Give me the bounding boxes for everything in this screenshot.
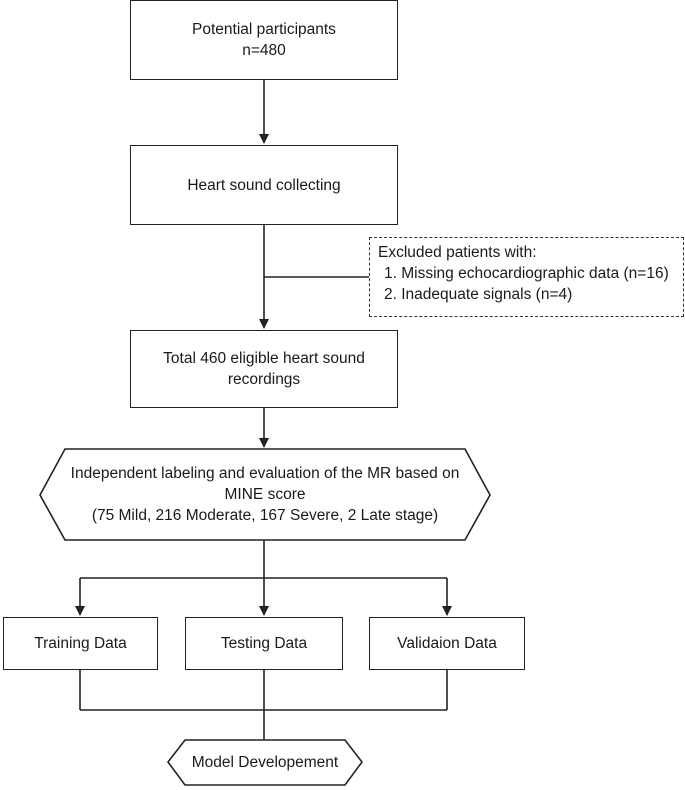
eligible-line-1: Total 460 eligible heart sound: [163, 350, 365, 367]
validation-data-label: Validaion Data: [397, 635, 497, 652]
validation-data-box: Validaion Data: [369, 617, 525, 670]
potential-participants-label: Potential participants: [192, 21, 336, 38]
labeling-line-2: MINE score: [224, 486, 306, 503]
heart-sound-collecting-box: Heart sound collecting: [130, 145, 398, 225]
training-data-box: Training Data: [3, 617, 158, 670]
excluded-item: 1. Missing echocardiographic data (n=16): [384, 265, 669, 282]
testing-data-box: Testing Data: [185, 617, 343, 670]
training-data-label: Training Data: [34, 635, 127, 652]
excluded-patients-box: Excluded patients with: 1. Missing echoc…: [369, 237, 684, 317]
model-development-label: Model Developement: [191, 754, 339, 771]
excluded-item: 2. Inadequate signals (n=4): [384, 286, 573, 303]
labeling-evaluation-node: Independent labeling and evaluation of t…: [52, 451, 478, 538]
labeling-line-1: Independent labeling and evaluation of t…: [70, 465, 460, 482]
model-hexagon-shape: [166, 739, 364, 786]
eligible-line-2: recordings: [227, 371, 301, 388]
excluded-title: Excluded patients with:: [378, 244, 537, 261]
model-development-node: Model Developement: [170, 742, 360, 783]
labeling-hexagon-shape: [39, 448, 491, 541]
eligible-recordings-box: Total 460 eligible heart sound recording…: [130, 330, 398, 408]
labeling-line-3: (75 Mild, 216 Moderate, 167 Severe, 2 La…: [91, 507, 439, 524]
testing-data-label: Testing Data: [220, 635, 308, 652]
potential-participants-count: n=480: [242, 42, 286, 59]
heart-sound-collecting-label: Heart sound collecting: [187, 176, 341, 194]
potential-participants-box: Potential participants n=480: [130, 0, 398, 80]
